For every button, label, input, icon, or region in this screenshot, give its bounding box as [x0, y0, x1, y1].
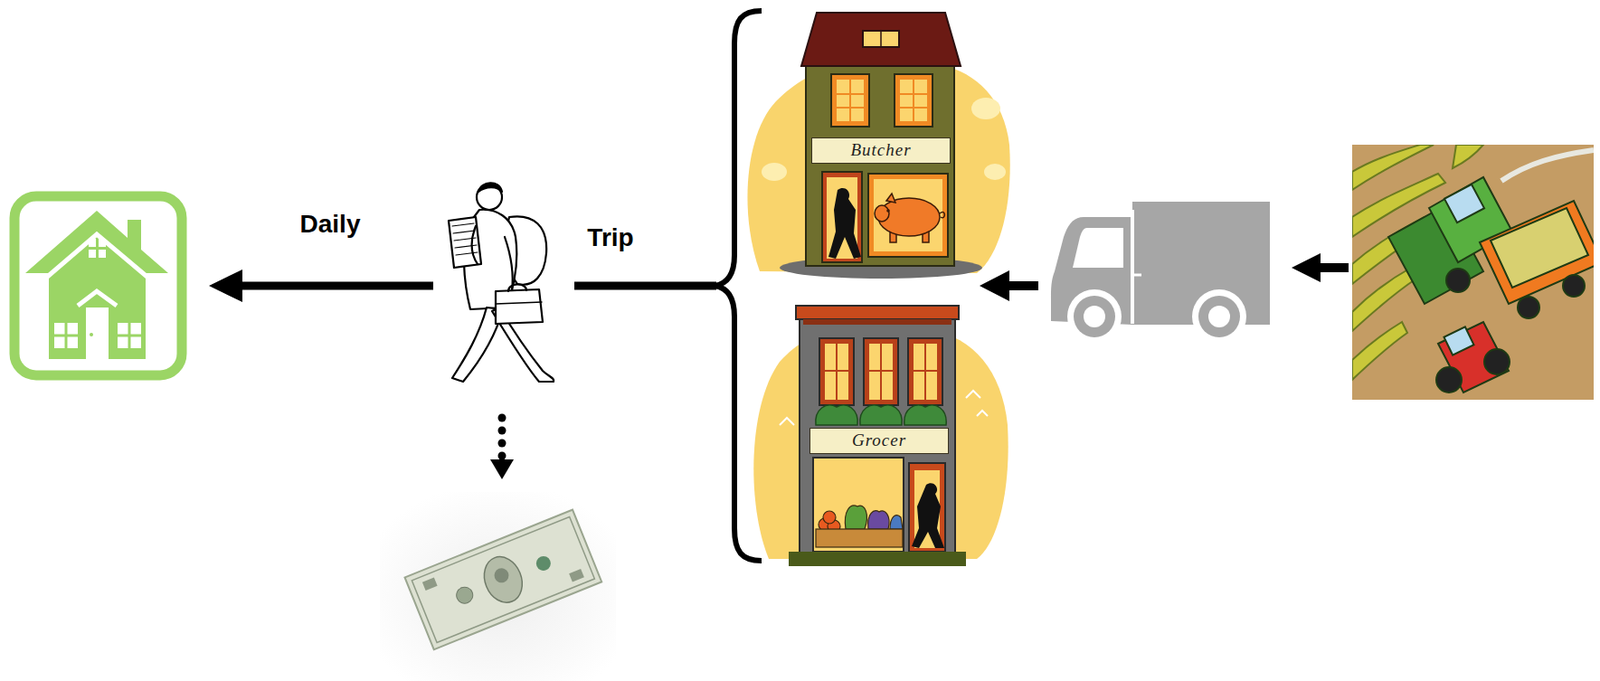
butcher-shop: [747, 12, 1010, 279]
arrow-to-shops: [979, 270, 1039, 302]
flow-label-text: Trip: [586, 223, 634, 252]
flow-label-text: Daily: [300, 209, 361, 238]
arrow-to-house: [208, 269, 434, 303]
shop-sign: Grocer: [809, 427, 949, 455]
shop-sign: Butcher: [811, 137, 951, 164]
farm-harvest: [1352, 144, 1594, 400]
grocer-shop: [753, 305, 1008, 567]
dollar-bill: [379, 492, 616, 681]
arrow-to-truck: [1291, 253, 1349, 283]
trip-line: [574, 282, 717, 291]
walking-person: [448, 182, 554, 382]
house-icon: [14, 196, 182, 376]
delivery-truck: [1050, 201, 1270, 344]
flow-label: Daily: [300, 210, 361, 239]
dotted-arrow: [490, 414, 514, 481]
sign-text: Grocer: [852, 431, 907, 451]
sign-text: Butcher: [850, 141, 911, 161]
flow-label: Trip: [586, 224, 634, 253]
